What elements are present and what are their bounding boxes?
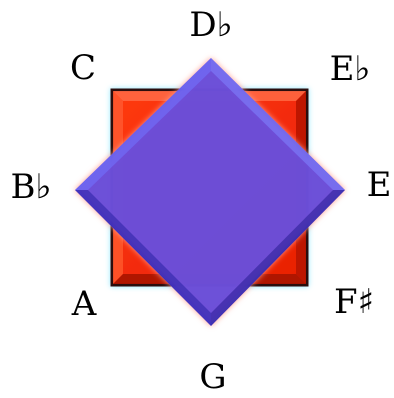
- note-label-bottom-right: F♯: [333, 282, 375, 322]
- note-label-bottom: G: [199, 357, 227, 397]
- note-label-left: B♭: [10, 167, 52, 207]
- note-label-top: D♭: [189, 5, 233, 45]
- note-label-top-right: E♭: [329, 49, 371, 89]
- note-label-top-left: C: [69, 48, 97, 88]
- note-label-bottom-left: A: [71, 284, 97, 324]
- note-label-right: E: [366, 165, 392, 205]
- diamond-shape: [75, 58, 345, 326]
